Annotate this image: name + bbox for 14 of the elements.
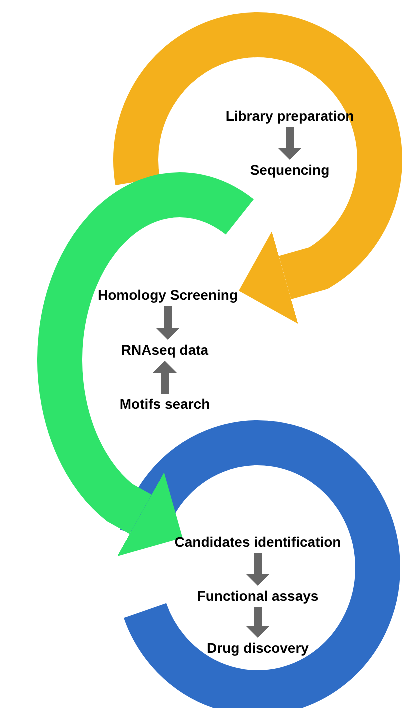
arrow — [153, 361, 177, 394]
step-label: Homology Screening — [98, 287, 238, 304]
step-label: Candidates identification — [174, 534, 342, 551]
arrow — [156, 306, 180, 340]
arrow — [278, 127, 302, 160]
curved-arrow — [38, 172, 253, 556]
step-label: Sequencing — [250, 162, 330, 179]
arrow — [246, 553, 270, 586]
step-label: Drug discovery — [207, 640, 309, 657]
step-label: Motifs search — [120, 396, 210, 413]
step-label: RNAseq data — [121, 342, 209, 359]
curved-arrow — [114, 12, 402, 324]
step-label: Functional assays — [197, 588, 319, 605]
arrow — [246, 607, 270, 638]
